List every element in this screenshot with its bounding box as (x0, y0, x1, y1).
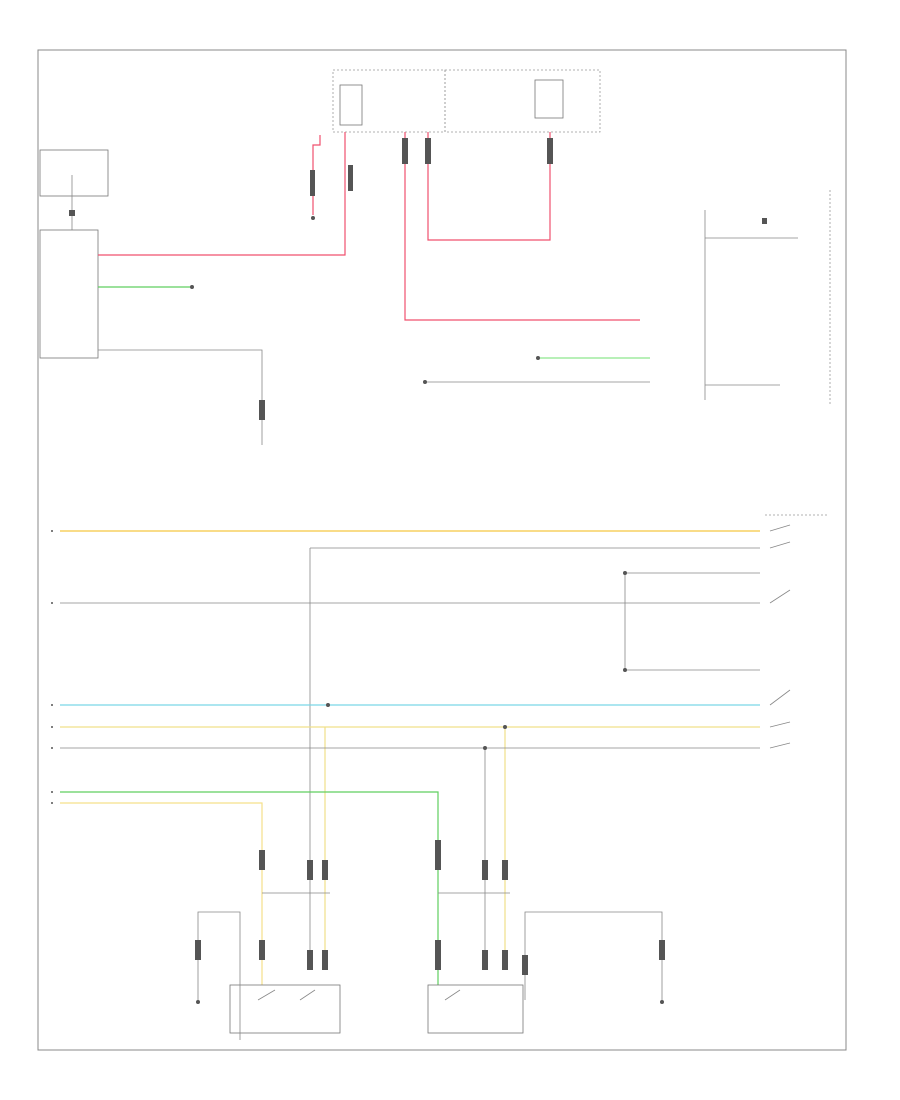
body-control-module (39, 229, 99, 359)
switch-box-right (427, 984, 524, 1034)
fuse-block-left (39, 149, 109, 230)
diagram-frame (37, 49, 847, 1051)
right-module (704, 190, 831, 405)
wire-red-bcm-to-fuse (98, 132, 346, 256)
wire-green-bottom (60, 791, 439, 985)
left-pin-markers (51, 530, 53, 804)
wire-gray-bcm (98, 349, 263, 445)
bottom-connectors (259, 840, 508, 970)
wire-red-loop (427, 132, 551, 241)
wire-red-to-relay (404, 132, 640, 321)
right-switches (765, 514, 828, 749)
fuse-relay-block-top (332, 69, 601, 133)
red-wire-connectors (310, 138, 553, 220)
red-wires (98, 132, 640, 321)
wire-gray-vertical-right (624, 573, 760, 671)
switch-box-left (229, 984, 341, 1034)
wire-yellow-bottom (60, 802, 263, 985)
